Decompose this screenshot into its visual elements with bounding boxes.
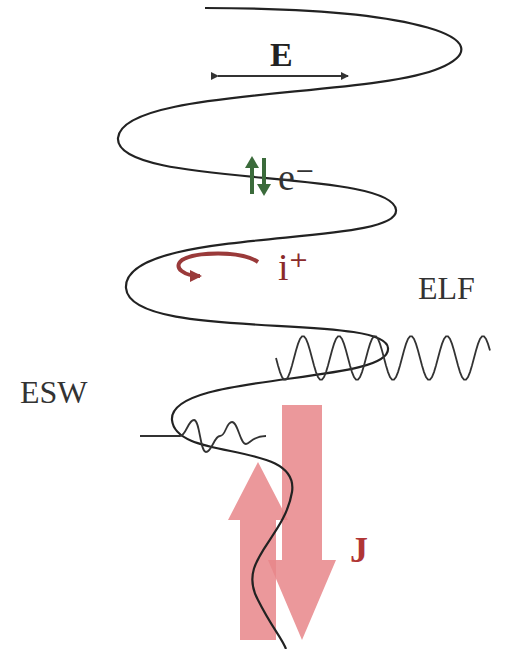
particle-label: i⁺ <box>278 248 309 286</box>
elf-wave <box>276 336 490 379</box>
spin-up-arrow <box>250 164 254 194</box>
esw-wave <box>140 420 266 452</box>
field-line-helix <box>118 8 461 649</box>
field-label: E <box>270 38 293 72</box>
e-field-arrow <box>218 75 348 77</box>
particle-label: e⁻ <box>278 158 315 196</box>
spin-down-arrow <box>262 158 266 188</box>
wave-label: ESW <box>20 376 88 408</box>
current-label: J <box>350 532 368 568</box>
current-arrow-down <box>268 405 336 640</box>
current-arrow-up <box>228 462 288 640</box>
gyration-arrow <box>178 254 258 277</box>
wave-label: ELF <box>418 272 475 304</box>
